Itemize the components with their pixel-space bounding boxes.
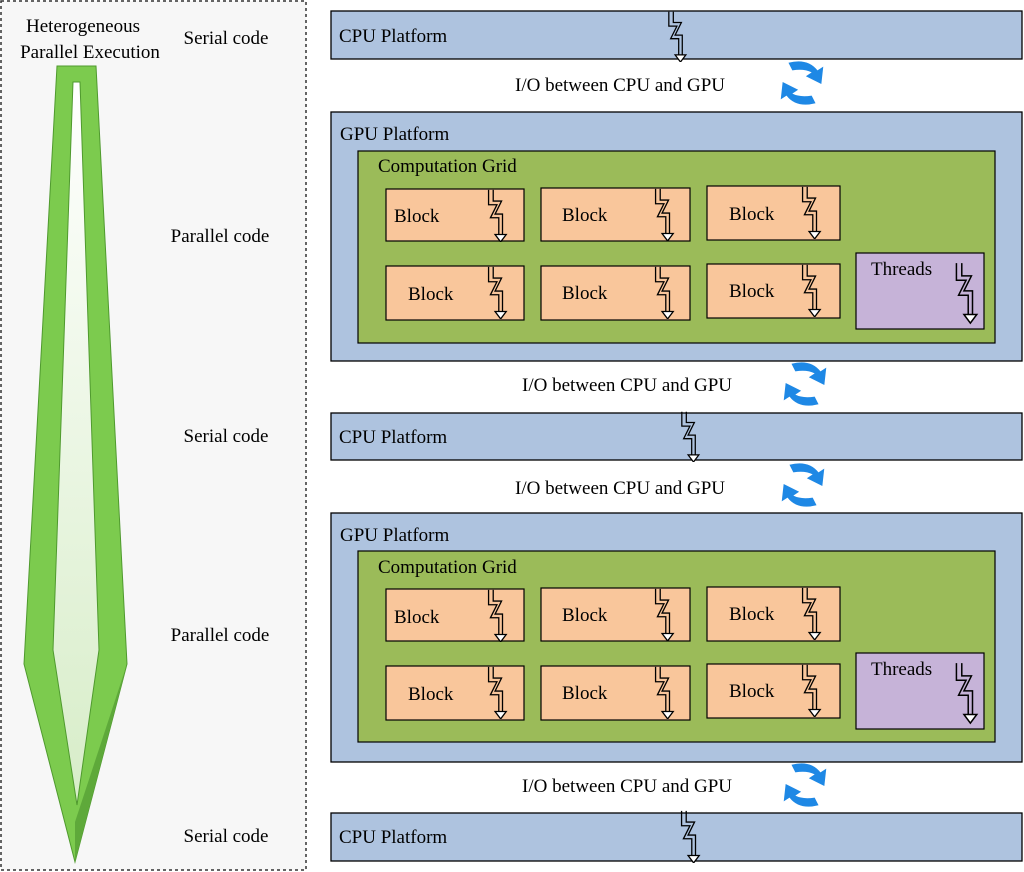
label-parallel-2: Parallel code [171,625,270,646]
io-label-4: I/O between CPU and GPU [522,776,732,797]
left-title-line1: Heterogeneous [26,16,140,37]
block: Block [385,665,525,721]
block: Block [540,665,691,721]
block-label: Block [394,206,440,227]
block-label: Block [394,607,440,628]
cpu-platform-2: CPU Platform [330,411,1023,462]
cpu-platform-label: CPU Platform [339,26,447,47]
refresh-arrows-icon [783,763,827,807]
block: Block [540,265,691,321]
label-serial-1: Serial code [184,28,269,49]
io-label-3: I/O between CPU and GPU [515,478,725,499]
block-label: Block [408,284,454,305]
refresh-arrows-icon [780,61,824,105]
cpu-platform-label: CPU Platform [339,427,447,448]
threads-label: Threads [871,659,932,680]
gpu-platform-label: GPU Platform [340,525,449,546]
block-label: Block [562,205,608,226]
block-label: Block [562,683,608,704]
block: Block [540,587,691,642]
gpu-platform-1: GPU Platform Computation Grid Block Bloc… [330,111,1023,362]
cpu-platform-3: CPU Platform [330,810,1023,863]
execution-spike-icon [23,65,128,864]
label-parallel-1: Parallel code [171,226,270,247]
refresh-arrows-icon [781,463,825,507]
block: Block [540,187,691,242]
block: Block [385,265,525,321]
block-label: Block [729,281,775,302]
block-label: Block [562,283,608,304]
block-label: Block [729,204,775,225]
computation-grid-label: Computation Grid [378,156,517,177]
left-title-line2: Parallel Execution [20,42,160,63]
label-serial-3: Serial code [184,826,269,847]
block: Block [706,586,841,642]
gpu-platform-2: GPU Platform Computation Grid Block Bloc… [330,512,1023,763]
block-label: Block [729,681,775,702]
threads-box: Threads [855,652,985,730]
block: Block [385,188,525,242]
block: Block [706,663,841,719]
io-label-2: I/O between CPU and GPU [522,375,732,396]
refresh-arrows-icon [783,362,827,406]
label-serial-2: Serial code [184,426,269,447]
cpu-platform-1: CPU Platform [330,10,1023,62]
block: Block [706,263,841,319]
block-label: Block [562,605,608,626]
block: Block [385,588,525,642]
block: Block [706,185,841,241]
computation-grid-label: Computation Grid [378,557,517,578]
block-label: Block [408,684,454,705]
threads-box: Threads [855,252,985,330]
io-label-1: I/O between CPU and GPU [515,75,725,96]
threads-label: Threads [871,259,932,280]
block-label: Block [729,604,775,625]
gpu-platform-label: GPU Platform [340,124,449,145]
cpu-platform-label: CPU Platform [339,827,447,848]
